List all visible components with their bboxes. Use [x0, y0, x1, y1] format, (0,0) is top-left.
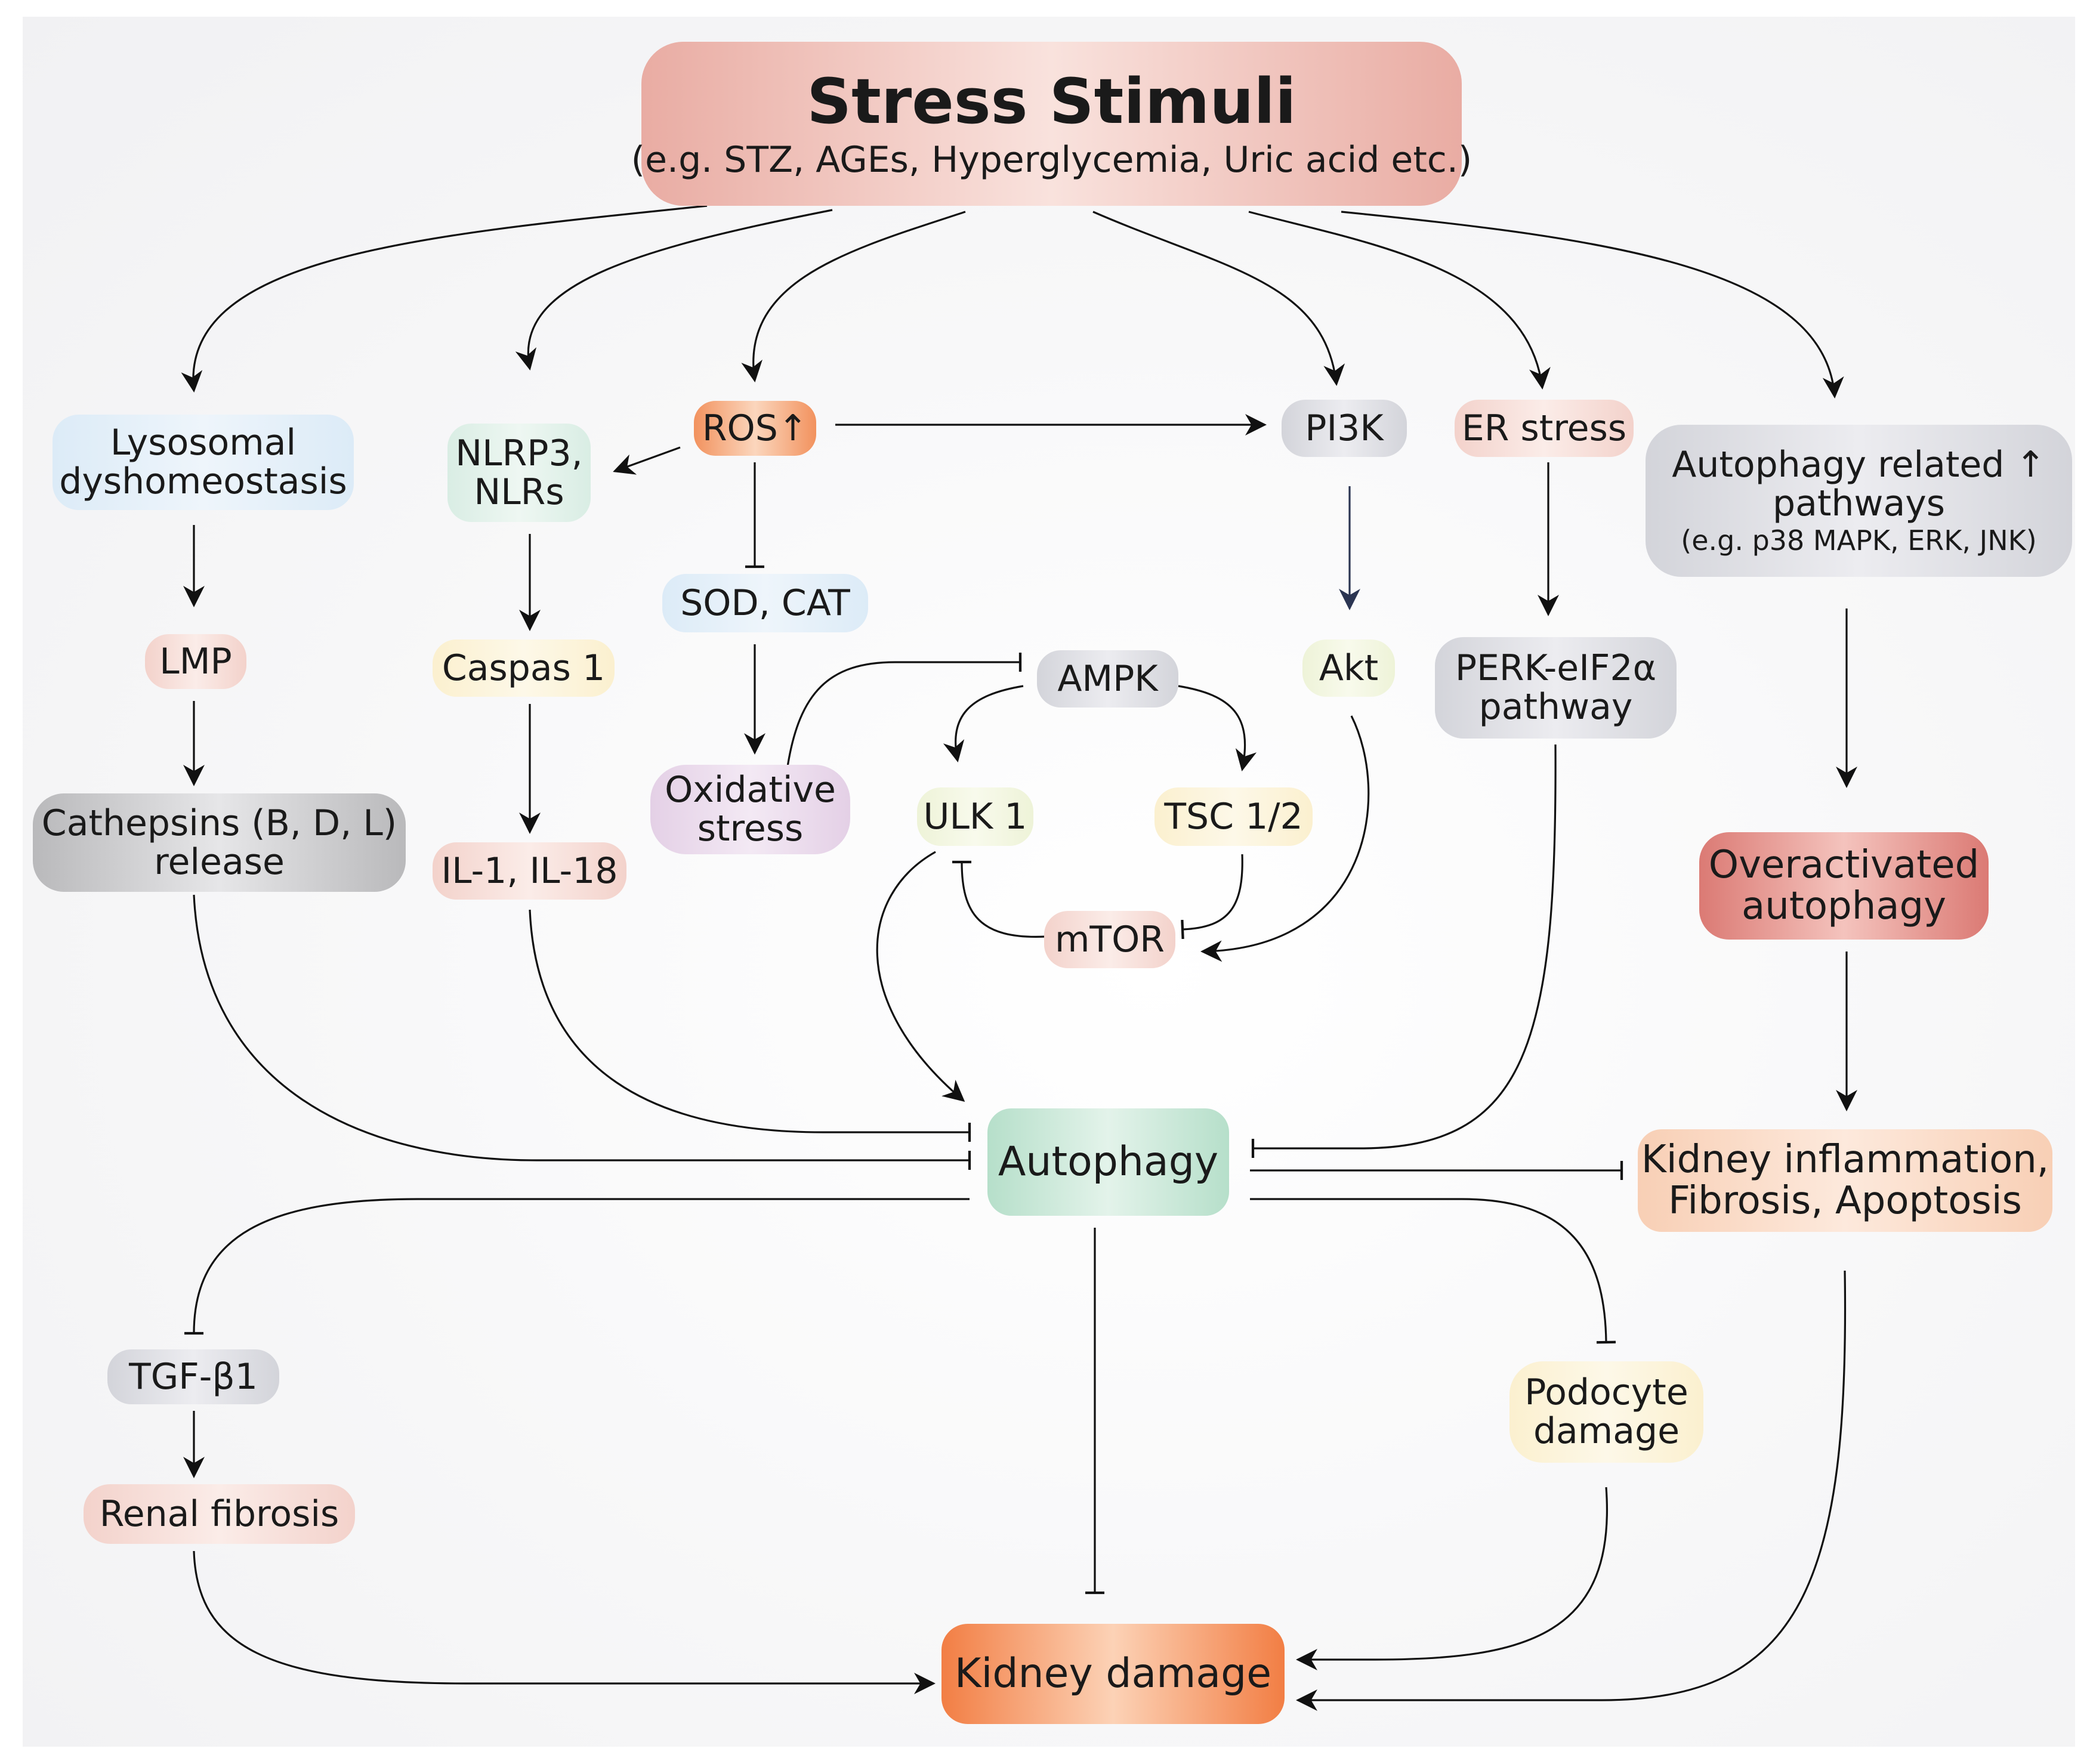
kidney-damage-node: Kidney damage	[941, 1624, 1285, 1724]
mtor-node: mTOR	[1044, 911, 1175, 968]
edge-ampk-tsc	[1178, 685, 1257, 771]
edge-stress-autophagy-related	[1341, 211, 1844, 398]
autophagy-related-line-1: Autophagy related ↑	[1672, 443, 2046, 486]
akt-node: Akt	[1302, 640, 1395, 697]
cathepsins-node: Cathepsins (B, D, L) release	[33, 793, 406, 892]
pi3k-label: PI3K	[1305, 407, 1384, 449]
kidney-inflammation-line-2: Fibrosis, Apoptosis	[1668, 1179, 2022, 1223]
ulk1-label: ULK 1	[923, 795, 1027, 838]
oxidative-stress-line-2: stress	[697, 808, 804, 849]
edge-ros-nlrp3	[613, 446, 681, 475]
cathepsins-line-2: release	[154, 841, 285, 883]
podocyte-line-1: Podocyte	[1524, 1371, 1688, 1414]
perk-line-1: PERK-eIF2α	[1455, 647, 1657, 690]
perk-line-2: pathway	[1478, 686, 1633, 728]
tgf-node: TGF-β1	[107, 1349, 279, 1404]
stress-stimuli-subtitle: (e.g. STZ, AGEs, Hyperglycemia, Uric aci…	[631, 139, 1472, 181]
edge-fibrosis-kidney	[193, 1550, 936, 1694]
edge-stress-nlrp3	[515, 209, 833, 370]
renal-fibrosis-node: Renal fibrosis	[84, 1484, 355, 1544]
oxidative-stress-node: Oxidative stress	[650, 765, 850, 854]
overactivated-line-1: Overactivated	[1708, 842, 1980, 887]
ampk-node: AMPK	[1037, 650, 1178, 708]
autophagy-related-node: Autophagy related ↑ pathways (e.g. p38 M…	[1646, 425, 2072, 577]
pi3k-node: PI3K	[1282, 400, 1407, 457]
edge-stress-ros	[741, 211, 966, 382]
autophagy-related-examples: (e.g. p38 MAPK, ERK, JNK)	[1681, 524, 2037, 557]
podocyte-line-2: damage	[1533, 1410, 1680, 1452]
mtor-label: mTOR	[1054, 918, 1165, 960]
stress-stimuli-title: Stress Stimuli	[807, 64, 1296, 138]
autophagy-related-line-2: pathways	[1772, 482, 1945, 524]
tsc-label: TSC 1/2	[1164, 795, 1303, 838]
er-stress-label: ER stress	[1461, 407, 1627, 449]
overactivated-autophagy-node: Overactivated autophagy	[1699, 832, 1989, 940]
edge-perk-autophagy	[1251, 744, 1557, 1158]
caspas-label: Caspas 1	[442, 647, 606, 689]
autophagy-label: Autophagy	[998, 1138, 1219, 1186]
nlrp3-line-1: NLRP3,	[455, 432, 583, 474]
edge-stress-pi3k	[1092, 211, 1345, 386]
renal-fibrosis-label: Renal fibrosis	[99, 1493, 339, 1535]
edge-ampk-ulk	[943, 685, 1024, 762]
nlrp3-line-2: NLRs	[474, 471, 564, 513]
il-node: IL-1, IL-18	[433, 842, 626, 900]
tgf-label: TGF-β1	[129, 1355, 258, 1398]
lmp-node: LMP	[145, 634, 246, 689]
caspas-node: Caspas 1	[433, 640, 615, 697]
edge-autophagy-podocyte	[1250, 1198, 1616, 1344]
lysosomal-node: Lysosomal dyshomeostasis	[53, 415, 354, 510]
lysosomal-line-2: dyshomeostasis	[59, 461, 347, 502]
oxidative-stress-line-1: Oxidative	[665, 769, 836, 811]
sod-cat-node: SOD, CAT	[662, 574, 868, 632]
ulk1-node: ULK 1	[917, 787, 1033, 846]
akt-label: Akt	[1319, 647, 1379, 689]
edge-oxidative-ampk	[786, 653, 1022, 767]
edge-mtor-ulk	[952, 860, 1046, 938]
er-stress-node: ER stress	[1455, 400, 1634, 457]
edge-ulk-autophagy	[876, 851, 965, 1102]
overactivated-line-2: autophagy	[1742, 884, 1946, 928]
kidney-inflammation-node: Kidney inflammation, Fibrosis, Apoptosis	[1638, 1129, 2052, 1232]
edge-podocyte-kidney	[1296, 1487, 1608, 1670]
lmp-label: LMP	[159, 640, 232, 682]
edge-tsc-mtor	[1181, 854, 1243, 940]
edge-stress-lysosomal	[181, 205, 708, 393]
edge-autophagy-tgf	[184, 1198, 970, 1335]
perk-node: PERK-eIF2α pathway	[1435, 637, 1677, 739]
edge-cathepsins-autophagy	[193, 894, 971, 1170]
nlrp3-node: NLRP3, NLRs	[447, 424, 591, 522]
kidney-inflammation-line-1: Kidney inflammation,	[1641, 1137, 2049, 1182]
edge-il-autophagy	[529, 909, 971, 1142]
ros-node: ROS↑	[694, 401, 816, 456]
lysosomal-line-1: Lysosomal	[110, 422, 297, 464]
sod-cat-label: SOD, CAT	[680, 582, 850, 624]
autophagy-node: Autophagy	[987, 1108, 1229, 1216]
edge-akt-mtor	[1200, 715, 1370, 962]
il-label: IL-1, IL-18	[441, 849, 618, 892]
cathepsins-line-1: Cathepsins (B, D, L)	[41, 802, 397, 844]
stress-stimuli-node: Stress Stimuli (e.g. STZ, AGEs, Hypergly…	[631, 42, 1472, 206]
podocyte-node: Podocyte damage	[1509, 1361, 1703, 1463]
tsc-node: TSC 1/2	[1154, 787, 1313, 846]
ampk-label: AMPK	[1057, 657, 1158, 700]
kidney-damage-label: Kidney damage	[954, 1650, 1272, 1698]
edge-stress-er	[1248, 211, 1551, 390]
ros-label: ROS↑	[702, 407, 808, 449]
edge-inflammation-kidney	[1296, 1270, 1847, 1711]
